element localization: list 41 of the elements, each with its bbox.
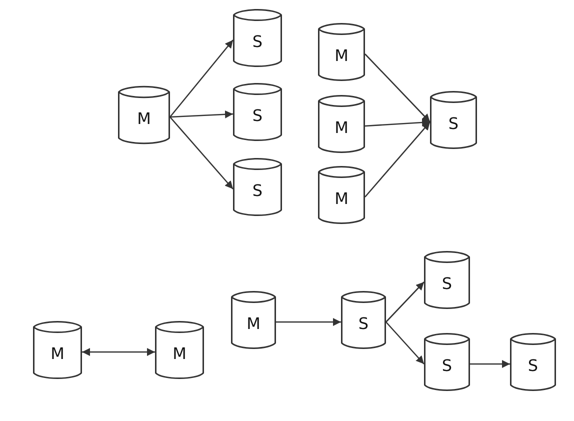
node-label: M xyxy=(136,109,152,129)
database-cylinder xyxy=(424,332,470,392)
database-cylinder xyxy=(510,332,556,392)
node-label: S xyxy=(357,314,370,334)
database-cylinder xyxy=(318,22,365,82)
arrow xyxy=(276,318,341,326)
node-label: M xyxy=(334,189,350,209)
database-cylinder xyxy=(233,157,282,217)
database-cylinder xyxy=(233,8,282,68)
database-cylinder xyxy=(318,165,365,225)
database-cylinder xyxy=(424,250,470,310)
database-cylinder xyxy=(118,85,170,145)
database-cylinder xyxy=(318,94,365,154)
database-cylinder xyxy=(231,290,276,350)
arrow xyxy=(170,116,234,190)
node-label: S xyxy=(526,356,540,376)
arrow xyxy=(82,348,155,356)
arrow xyxy=(386,282,424,322)
arrow xyxy=(386,322,424,364)
arrow xyxy=(170,40,234,118)
node-label: S xyxy=(440,356,454,376)
database-cylinder xyxy=(233,82,282,142)
node-label: S xyxy=(440,274,454,294)
arrow xyxy=(364,118,430,127)
database-cylinder xyxy=(430,90,477,150)
arrow xyxy=(364,54,430,122)
node-label: M xyxy=(334,118,350,138)
database-cylinder xyxy=(155,320,204,380)
node-label: S xyxy=(251,181,264,201)
node-label: S xyxy=(251,106,264,126)
arrow xyxy=(364,122,430,198)
database-cylinder xyxy=(33,320,82,380)
node-label: M xyxy=(334,46,350,66)
node-label: M xyxy=(50,344,66,364)
database-cylinder xyxy=(341,290,386,350)
arrow xyxy=(170,110,234,118)
node-label: M xyxy=(246,314,262,334)
node-label: S xyxy=(447,114,460,134)
node-label: M xyxy=(172,344,188,364)
arrow xyxy=(470,360,510,368)
node-label: S xyxy=(251,32,264,52)
